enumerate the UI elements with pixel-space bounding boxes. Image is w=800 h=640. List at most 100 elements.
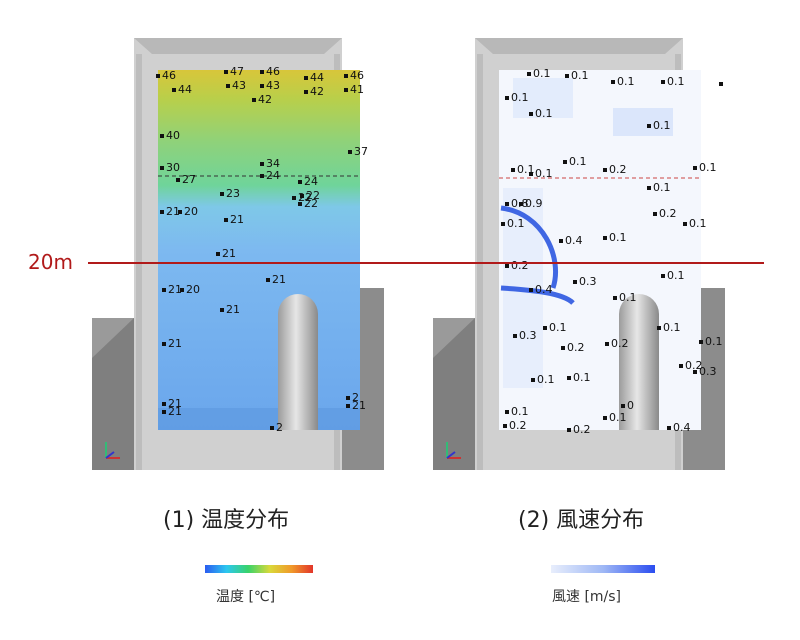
wind-speed-distribution-panel: 0.10.10.10.10.20.10.10.10.10.10.10.10.20…	[433, 38, 725, 470]
probe-marker	[559, 239, 563, 243]
probe-value: 0.1	[511, 405, 529, 418]
probe-value: 43	[266, 79, 280, 92]
probe-marker	[621, 404, 625, 408]
probe-marker	[346, 404, 350, 408]
probe-value: 46	[350, 69, 364, 82]
probe-value: 0.4	[673, 421, 691, 434]
probe-marker	[561, 346, 565, 350]
probe-marker	[172, 88, 176, 92]
probe-value: 21	[226, 303, 240, 316]
probe-value: 0.1	[535, 107, 553, 120]
probe-value: 0.3	[699, 365, 717, 378]
probe-value: 34	[266, 157, 280, 170]
probe-value: 42	[258, 93, 272, 106]
probe-value: 21	[168, 405, 182, 418]
probe-value: 0.1	[537, 373, 555, 386]
probe-marker	[605, 342, 609, 346]
probe-value: 0.1	[535, 167, 553, 180]
probe-marker	[162, 410, 166, 414]
probe-marker	[667, 426, 671, 430]
probe-value: 0.1	[653, 119, 671, 132]
probe-marker	[162, 288, 166, 292]
probe-marker	[565, 74, 569, 78]
probe-value: 44	[178, 83, 192, 96]
probe-marker	[292, 196, 296, 200]
probe-value: 21	[168, 337, 182, 350]
probe-value: 27	[182, 173, 196, 186]
probe-value: 30	[166, 161, 180, 174]
probe-value: 0.2	[685, 359, 703, 372]
probe-marker	[252, 98, 256, 102]
probe-marker	[603, 168, 607, 172]
probe-marker	[160, 210, 164, 214]
probe-value: 21	[168, 397, 182, 410]
probe-marker	[348, 150, 352, 154]
probe-value: 0.3	[519, 329, 537, 342]
probe-marker	[300, 194, 304, 198]
probe-marker	[505, 202, 509, 206]
probe-marker	[220, 192, 224, 196]
probe-value: 22	[306, 189, 320, 202]
probe-marker	[647, 186, 651, 190]
probe-value: 41	[350, 83, 364, 96]
temperature-caption: (1) 温度分布	[163, 508, 290, 533]
probe-marker	[543, 326, 547, 330]
probe-value: 40	[166, 129, 180, 142]
probe-marker	[573, 280, 577, 284]
probe-marker	[563, 160, 567, 164]
probe-marker	[298, 180, 302, 184]
probe-marker	[529, 288, 533, 292]
probe-marker	[226, 84, 230, 88]
probe-marker	[505, 96, 509, 100]
probe-value: 0.1	[573, 371, 591, 384]
probe-value: 0.1	[689, 217, 707, 230]
probe-marker	[346, 396, 350, 400]
probe-value: 0.1	[653, 181, 671, 194]
probe-marker	[501, 222, 505, 226]
probe-value: 37	[354, 145, 368, 158]
probe-marker	[266, 278, 270, 282]
probe-marker	[519, 202, 523, 206]
probe-value: 0.1	[609, 411, 627, 424]
wind-caption: (2) 風速分布	[518, 508, 645, 533]
probe-marker	[304, 90, 308, 94]
probe-value: 0.1	[667, 75, 685, 88]
probe-marker	[529, 112, 533, 116]
probe-marker	[216, 252, 220, 256]
probe-value: 2	[276, 421, 283, 434]
probe-value: 2	[352, 391, 359, 404]
probe-marker	[699, 340, 703, 344]
probe-value: 22	[304, 197, 318, 210]
probe-value: 0.1	[533, 67, 551, 80]
probe-marker	[657, 326, 661, 330]
probe-marker	[603, 416, 607, 420]
probe-value: 0.1	[511, 91, 529, 104]
probe-marker	[603, 236, 607, 240]
probe-value: 44	[310, 71, 324, 84]
probe-marker	[162, 342, 166, 346]
probe-value: 0.1	[571, 69, 589, 82]
reference-line-20m	[88, 262, 764, 264]
probe-marker	[160, 134, 164, 138]
probe-marker	[304, 76, 308, 80]
wind-legend-label: 風速 [m/s]	[552, 589, 622, 605]
probe-value: 0.2	[511, 259, 529, 272]
probe-marker	[156, 74, 160, 78]
probe-marker	[505, 410, 509, 414]
probe-value: 0.1	[663, 321, 681, 334]
probe-value: 21	[352, 399, 366, 412]
temperature-color-legend	[205, 565, 313, 573]
probe-marker	[224, 218, 228, 222]
probe-marker	[531, 378, 535, 382]
probe-value: 0	[627, 399, 634, 412]
probe-marker	[611, 80, 615, 84]
wind-color-legend	[551, 565, 655, 573]
probe-value: 0.9	[525, 197, 543, 210]
probe-marker	[679, 364, 683, 368]
probe-marker	[567, 376, 571, 380]
probe-value: 0.3	[579, 275, 597, 288]
probe-value: 21	[230, 213, 244, 226]
probe-value: 0.1	[517, 163, 535, 176]
probe-value: 0.2	[567, 341, 585, 354]
